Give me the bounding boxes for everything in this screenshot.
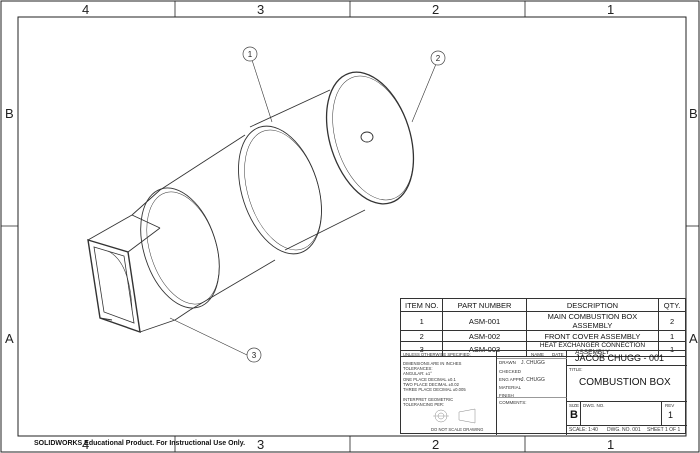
inlet-flange (87, 239, 141, 334)
sheet-size: B (570, 409, 578, 421)
zone-right-b: B (689, 106, 698, 121)
balloon-1-label: 1 (248, 50, 253, 59)
role-comments: COMMENTS: (499, 400, 527, 405)
bom-row: 3 ASM-003 HEAT EXCHANGER CONNECTION ASSE… (399, 341, 686, 357)
zone-left-b: B (5, 106, 14, 121)
bom-header-desc: DESCRIPTION (525, 298, 660, 312)
zone-top-4: 4 (82, 2, 90, 17)
zone-top-2: 2 (432, 2, 440, 17)
drawing-title: COMBUSTION BOX (579, 377, 671, 388)
bom-cell: ASM-001 (442, 311, 527, 331)
inner-border (17, 16, 687, 437)
geo-note: INTERPRET GEOMETRIC TOLERANCING PER: (403, 397, 453, 407)
bom-cell: 2 (399, 330, 444, 342)
size-label: SIZE (569, 403, 580, 408)
date-header: DATE (552, 352, 564, 357)
bom-cell: FRONT COVER ASSEMBLY (525, 330, 660, 342)
balloon-2-label: 2 (436, 54, 441, 63)
scale-note: DO NOT SCALE DRAWING (431, 427, 484, 432)
tolerance-line: ONE PLACE DECIMAL ±0.1 (403, 376, 456, 382)
bom-cell: HEAT EXCHANGER CONNECTION ASSEMBLY (525, 341, 660, 357)
tolerance-panel: UNLESS OTHERWISE SPECIFIED: DIMENSIONS A… (401, 351, 497, 435)
rev-label: REV (665, 403, 675, 408)
names-panel: NAME DATE DRAWN J. CHUGG CHECKED ENG APP… (497, 351, 567, 403)
drawn-name: J. CHUGG (521, 360, 545, 366)
zone-right-a: A (689, 331, 698, 346)
tolerance-line: DIMENSIONS ARE IN INCHES (403, 361, 462, 366)
zone-top-3: 3 (257, 2, 265, 17)
bom-header-row: ITEM NO. PART NUMBER DESCRIPTION QTY. (399, 298, 686, 312)
bom-cell: 1 (658, 341, 686, 357)
title-panel: JACOB CHUGG - 001 TITLE: COMBUSTION BOX … (567, 351, 687, 435)
geo-note-line: TOLERANCING PER: (403, 402, 445, 408)
bom-row: 2 ASM-002 FRONT COVER ASSEMBLY 1 (399, 330, 686, 342)
eng-appr-name: J. CHUGG (521, 377, 545, 383)
projection-symbol-icon (433, 408, 476, 424)
tolerance-line: THREE PLACE DECIMAL ±0.005 (403, 387, 466, 393)
role-drawn: DRAWN (499, 360, 516, 365)
scale-value: SCALE: 1:40 (569, 427, 598, 433)
balloon-3-label: 3 (252, 351, 257, 360)
tolerance-notes: DIMENSIONS ARE IN INCHES TOLERANCES: ANG… (403, 361, 466, 392)
title-label: TITLE: (569, 367, 583, 372)
balloon-1: 1 (242, 46, 258, 62)
dwg-number: DWG. NO. 001 (607, 427, 641, 433)
educational-watermark: SOLIDWORKS Educational Product. For Inst… (34, 440, 246, 447)
bill-of-materials: ITEM NO. PART NUMBER DESCRIPTION QTY. 1 … (399, 298, 686, 357)
role-checked: CHECKED (499, 369, 522, 374)
zone-top-1: 1 (607, 2, 615, 17)
bom-header-item: ITEM NO. (399, 298, 444, 312)
geo-note-line: INTERPRET GEOMETRIC (403, 397, 454, 402)
tolerance-line: TWO PLACE DECIMAL ±0.02 (403, 381, 459, 387)
tolerance-line: TOLERANCES: (403, 366, 433, 372)
zone-bottom-1: 1 (607, 437, 615, 452)
sheet-number: SHEET 1 OF 1 (647, 427, 681, 433)
side-port (360, 131, 374, 143)
zone-left-a: A (5, 331, 14, 346)
spec-note: UNLESS OTHERWISE SPECIFIED: (403, 352, 471, 357)
zone-bottom-3: 3 (257, 437, 265, 452)
company-name: JACOB CHUGG - 001 (575, 353, 665, 363)
bom-cell: 1 (658, 330, 686, 342)
bom-cell: 1 (399, 311, 444, 331)
revision: 1 (668, 410, 674, 420)
title-block: UNLESS OTHERWISE SPECIFIED: DIMENSIONS A… (400, 350, 687, 435)
tolerance-line: ANGULAR: ±1° (403, 371, 432, 377)
bom-row: 1 ASM-001 MAIN COMBUSTION BOX ASSEMBLY 2 (399, 311, 686, 331)
role-eng-appr: ENG APPR. (499, 377, 524, 382)
balloon-3: 3 (246, 347, 262, 363)
bom-header-qty: QTY. (658, 298, 686, 312)
role-material: MATERIAL (499, 385, 522, 390)
bom-cell: ASM-003 (442, 341, 527, 357)
name-header: NAME (531, 352, 545, 357)
isometric-assembly-view (87, 59, 437, 356)
zone-bottom-2: 2 (432, 437, 440, 452)
bom-header-part: PART NUMBER (442, 298, 527, 312)
bom-cell: MAIN COMBUSTION BOX ASSEMBLY (525, 311, 660, 331)
dwg-no-label: DWG. NO. (583, 403, 605, 408)
balloon-2: 2 (430, 50, 446, 66)
bom-cell: 2 (658, 311, 686, 331)
zone-bottom-4: 4 (82, 437, 90, 452)
bom-cell: ASM-002 (442, 330, 527, 342)
bom-cell: 3 (399, 341, 444, 357)
comments-panel: COMMENTS: (497, 397, 567, 435)
role-finish: FINISH (499, 393, 514, 398)
